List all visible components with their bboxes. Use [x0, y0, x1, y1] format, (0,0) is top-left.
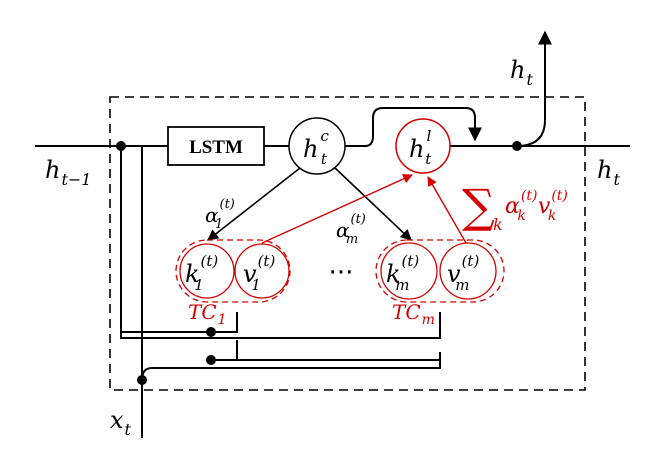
tcm-label: TCm	[392, 300, 435, 328]
v1-node	[234, 243, 290, 299]
ellipsis: ···	[329, 258, 354, 288]
sum-index: k	[493, 215, 503, 234]
hprev-to-tc1-line	[120, 146, 238, 333]
h-out-top-label: ht	[510, 56, 533, 89]
xt-to-tc-line	[141, 352, 441, 381]
tc1-group	[175, 239, 291, 303]
v1-label: v(t)1	[243, 252, 275, 294]
junction-dot-tc1	[206, 327, 216, 337]
junction-dot-xt	[137, 375, 147, 385]
alpha1-label: α(t)1	[205, 197, 235, 232]
km-node	[380, 242, 438, 300]
lstm-label: LSTM	[189, 137, 243, 158]
k1-label: k(t)1	[185, 252, 218, 294]
km-label: k(t)m	[386, 252, 419, 294]
hl-node	[395, 118, 451, 174]
vm-node	[439, 242, 497, 300]
output-up-arrow	[516, 30, 552, 147]
x-input-label: xt	[110, 406, 132, 439]
k1-node	[179, 243, 235, 299]
cell-boundary	[109, 96, 586, 391]
h-out-right-label: ht	[597, 156, 620, 189]
attention-arrow-m	[334, 167, 412, 241]
hc-bypass-arrow	[345, 107, 482, 147]
junction-dot-tc1-lower	[206, 355, 216, 365]
vm-label: v(t)m	[447, 252, 479, 294]
junction-dot-output	[512, 141, 522, 151]
lstm-box	[167, 126, 265, 166]
hprev-to-tcm-line	[120, 312, 441, 339]
hc-node	[288, 117, 346, 175]
vm-to-hl-arrow	[427, 176, 467, 244]
h-prev-label: ht−1	[45, 156, 91, 189]
alpham-label: α(t)m	[336, 212, 366, 247]
v1-to-hl-arrow	[261, 174, 413, 244]
tc1-label: TC1	[188, 300, 227, 328]
sum-formula: ∑	[462, 179, 495, 233]
tcm-group	[375, 239, 505, 303]
attention-arrow-1	[207, 167, 301, 241]
